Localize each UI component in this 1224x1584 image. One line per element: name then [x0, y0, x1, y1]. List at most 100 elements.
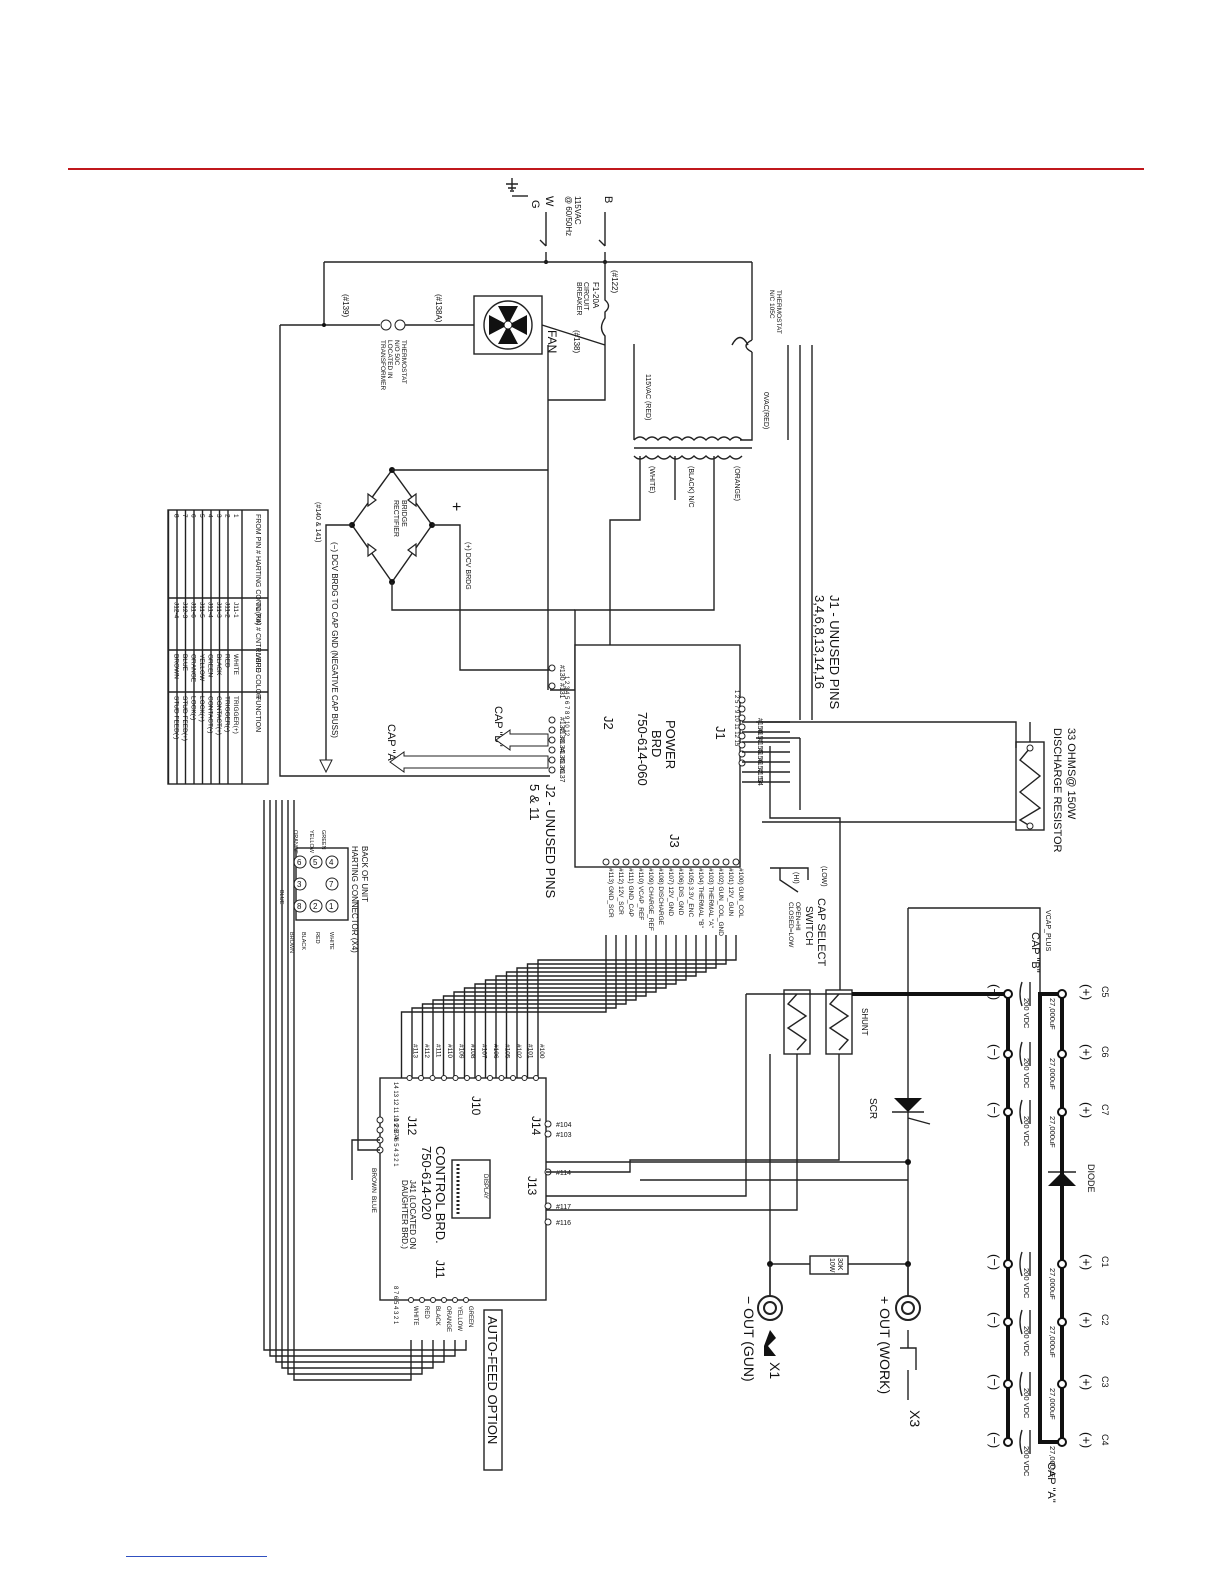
j2-unused-2: 5 & 11: [527, 784, 542, 821]
harting-pin-number: 5: [313, 858, 318, 867]
j3-pin: [732, 858, 740, 866]
resistor-30k: [809, 1255, 849, 1275]
j3-signal-label: #103) THERMAL "A": [707, 868, 714, 929]
x1-label: X1: [767, 1362, 783, 1379]
cap-voltage: 200 VDC: [1022, 1268, 1031, 1299]
scr-symbol: [894, 1098, 922, 1112]
table-cell: STUD FEED(+): [181, 696, 188, 741]
table-cell: J11-6: [190, 602, 197, 618]
j1-wire-label: #152: [756, 758, 763, 774]
table-outline: [167, 509, 269, 785]
output-section: VCAP_PLUS CAP "B" CAP "A" SCR DIODE SHUN…: [546, 907, 1096, 1503]
table-cell: J11-1: [232, 602, 239, 618]
j3-pin: [712, 858, 720, 866]
j1-pin: [738, 696, 746, 704]
cap-voltage: 200 VDC: [1022, 1326, 1031, 1357]
table-cell: BLUE: [181, 654, 188, 672]
cap-node-plus: [1057, 1317, 1067, 1327]
j3-signal-label: #104) THERMAL "B": [697, 868, 704, 929]
j12-pin: [376, 1126, 384, 1134]
j11-label: J11: [433, 1260, 447, 1279]
bridge-pos-label: (+) DCV BRDG: [464, 542, 471, 590]
fan-label: FAN: [545, 330, 559, 353]
cap-value: 27,000uF: [1048, 1268, 1057, 1300]
cap-value: 27,000uF: [1048, 1058, 1057, 1090]
cap-plus-sign: (+): [1079, 1432, 1094, 1448]
j2-wire-labels: #130#131#132#133#134#135#136#137: [548, 664, 565, 783]
cap-select-line2: SWITCH: [803, 906, 814, 945]
j2-wire-label: #131: [558, 683, 565, 699]
j41-label-b: DAUGHTER BRD.): [400, 1180, 409, 1249]
header-rule: [68, 168, 1144, 170]
j10-wire-label: #102: [515, 1044, 522, 1059]
table-cell: 8: [173, 514, 180, 518]
j1-pin: [738, 741, 746, 749]
cap-a-label: CAP "A": [1045, 1462, 1057, 1503]
j11-pin: [463, 1297, 469, 1303]
out-gun-label: − OUT (GUN): [741, 1296, 757, 1382]
therm-xfmr-3: LOCATED IN: [386, 340, 393, 379]
j3-signal-label: #106) DIS_GND: [677, 868, 684, 916]
j11-wire-label: WHITE: [412, 1306, 418, 1325]
j2-pin: [548, 766, 556, 774]
j10-pin: [487, 1075, 493, 1081]
j1-wire-label: #155: [756, 738, 763, 754]
table-cell: 4: [207, 514, 214, 518]
power-brd-2: BRD: [649, 730, 664, 757]
out-work-label: + OUT (WORK): [877, 1296, 893, 1394]
therm-top-2: N/C 105C: [768, 290, 775, 319]
j10-pin: [418, 1075, 424, 1081]
capacitor-symbol: [1019, 1309, 1031, 1335]
thermostat-transformer: (#139) THERMOSTAT N/O 50C LOCATED IN TRA…: [279, 294, 550, 777]
harting-wire-color: BLUE: [278, 890, 284, 905]
j3-pin: [702, 858, 710, 866]
j3-pin: [602, 858, 610, 866]
cap-node-plus: [1057, 1259, 1067, 1269]
j2-wire-label: #135: [558, 747, 565, 763]
table-cell: TRIGGER(-): [224, 696, 231, 732]
breaker-label: F1-20A: [591, 282, 600, 309]
bridge-line2: RECTIFIER: [392, 500, 399, 537]
auto-feed-label: AUTO-FEED OPTION: [485, 1316, 500, 1444]
table-cell: J11-3: [215, 602, 222, 618]
footer-link-underline[interactable]: [126, 1556, 267, 1557]
j1-wire-label: #151: [756, 728, 763, 744]
therm-xfmr-4: TRANSFORMER: [379, 340, 386, 391]
cap-node-plus: [1057, 1437, 1067, 1447]
j10-wire-label: #112: [423, 1044, 430, 1058]
j11-to-harting-wire: [293, 800, 412, 1381]
j3-signal-label: #109) CHARGE_REF: [647, 868, 654, 931]
j3-connector: #100) GUN_COL#101) 12V_GUN#102) GUN_COL_…: [400, 858, 744, 1078]
table-header: WIRE COLOR: [254, 654, 261, 699]
j1-pin: [738, 714, 746, 722]
cap-value: 27,000uF: [1048, 998, 1057, 1030]
cap-node-minus: [1003, 1437, 1013, 1447]
xfmr-tap-white: (WHITE): [648, 466, 655, 493]
harting-pin-number: 8: [297, 902, 302, 911]
resistor-30k-2: 10W: [828, 1258, 835, 1273]
j10-wire-label: #109: [458, 1044, 465, 1059]
label-w: W: [543, 196, 555, 207]
j14-label: J14: [529, 1116, 543, 1136]
j2-pin: [548, 746, 556, 754]
j3-to-j10-wire: [453, 935, 657, 1078]
j11-pin: [430, 1297, 436, 1303]
cap-node-minus: [1003, 1107, 1013, 1117]
harting-pin: [309, 899, 323, 913]
power-brd-1: POWER: [663, 720, 678, 769]
j11-wire-label: ORANGE: [445, 1306, 451, 1332]
j2-pin: [548, 716, 556, 724]
j1-label: J1: [713, 726, 728, 740]
j10-pin: [441, 1075, 447, 1081]
cap-b-label: CAP "B": [1029, 932, 1041, 973]
cap-name: C1: [1100, 1256, 1110, 1268]
j10-pin: [533, 1075, 539, 1081]
j11-to-harting-wire: [275, 800, 445, 1363]
j2-label: J2: [601, 716, 616, 730]
table-header: TO PIN # CNTRL BRD: [254, 602, 261, 673]
breaker-line1: CIRCUIT: [582, 282, 589, 311]
harting-wire-color: ORANGE: [292, 830, 298, 854]
cap-plus-sign: (+): [1079, 1102, 1094, 1118]
table-cell: TRIGGER(+): [232, 696, 239, 734]
